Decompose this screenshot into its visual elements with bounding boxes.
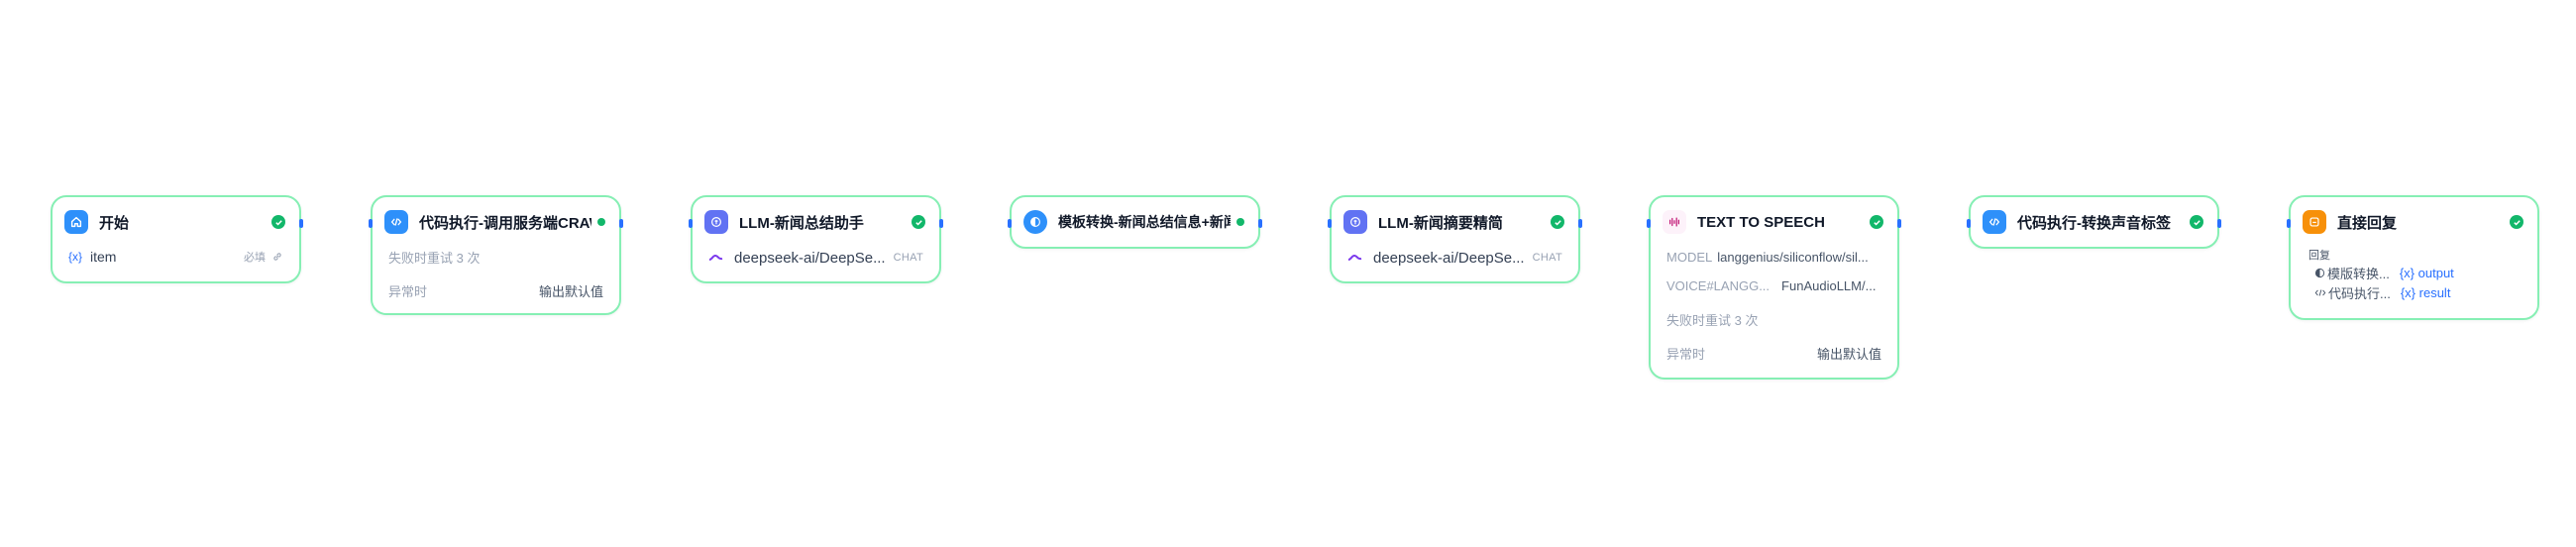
input-handle[interactable] bbox=[1008, 219, 1012, 228]
on-error-value: 输出默认值 bbox=[538, 283, 603, 299]
node-title: 直接回复 bbox=[2337, 214, 2398, 232]
input-handle[interactable] bbox=[689, 219, 693, 228]
output-handle[interactable] bbox=[299, 219, 303, 228]
success-check-icon bbox=[1551, 215, 1564, 229]
deepseek-logo-icon bbox=[1347, 254, 1362, 261]
model-mode-tag: CHAT bbox=[893, 252, 923, 264]
input-handle[interactable] bbox=[1647, 219, 1651, 228]
retry-label: 失败时重试 3 次 bbox=[1666, 312, 1759, 328]
reference-node: 模版转换... bbox=[2327, 266, 2390, 281]
model-name: deepseek-ai/DeepSe... bbox=[1373, 249, 1525, 267]
node-title: LLM-新闻摘要精简 bbox=[1378, 214, 1503, 232]
reference-node: 代码执行... bbox=[2328, 285, 2391, 301]
deepseek-logo-icon bbox=[708, 254, 723, 261]
reply-icon bbox=[2303, 210, 2326, 234]
node-direct-answer[interactable]: 直接回复 回复 模版转换... {x} output 代码执行... {x} r… bbox=[2287, 195, 2539, 320]
required-label: 必填 bbox=[244, 252, 266, 264]
output-handle[interactable] bbox=[1897, 219, 1901, 228]
model-value: langgenius/siliconflow/sil... bbox=[1717, 249, 1869, 265]
node-title: LLM-新闻总结助手 bbox=[739, 214, 864, 232]
llm-icon bbox=[1343, 210, 1367, 234]
reference-variable: {x} result bbox=[2400, 284, 2451, 300]
node-title: 模板转换-新闻总结信息+新闻 bbox=[1058, 214, 1231, 230]
node-start[interactable]: 开始 {x} item 必填 bbox=[51, 195, 303, 283]
success-check-icon bbox=[2510, 215, 2523, 229]
answer-reference-row: 模版转换... {x} output bbox=[2308, 263, 2522, 282]
success-check-icon bbox=[1236, 218, 1244, 226]
node-title: 代码执行-调用服务端CRAWL bbox=[419, 214, 591, 232]
output-handle[interactable] bbox=[1258, 219, 1262, 228]
node-title: TEXT TO SPEECH bbox=[1697, 213, 1825, 231]
sound-wave-icon bbox=[1663, 210, 1686, 234]
link-icon bbox=[271, 251, 283, 263]
variable-icon: {x} bbox=[68, 250, 83, 264]
model-name: deepseek-ai/DeepSe... bbox=[734, 249, 886, 267]
on-error-value: 输出默认值 bbox=[1816, 346, 1881, 362]
home-icon bbox=[64, 210, 88, 234]
template-icon bbox=[1023, 210, 1047, 234]
code-icon bbox=[384, 210, 408, 234]
node-text-to-speech[interactable]: TEXT TO SPEECH MODEL langgenius/siliconf… bbox=[1647, 195, 1901, 380]
input-handle[interactable] bbox=[1967, 219, 1971, 228]
template-icon bbox=[2314, 268, 2325, 278]
reference-variable: {x} output bbox=[2399, 265, 2454, 280]
code-icon bbox=[2314, 287, 2326, 298]
answer-reference-row: 代码执行... {x} result bbox=[2308, 282, 2522, 302]
on-error-label: 异常时 bbox=[388, 283, 428, 299]
input-handle[interactable] bbox=[2287, 219, 2291, 228]
output-handle[interactable] bbox=[619, 219, 623, 228]
success-check-icon bbox=[271, 215, 285, 229]
on-error-label: 异常时 bbox=[1666, 346, 1706, 362]
output-handle[interactable] bbox=[2217, 219, 2221, 228]
answer-section-label: 回复 bbox=[2308, 250, 2330, 262]
success-check-icon bbox=[912, 215, 925, 229]
node-title: 开始 bbox=[99, 214, 130, 232]
code-icon bbox=[1983, 210, 2006, 234]
retry-label: 失败时重试 3 次 bbox=[388, 250, 481, 266]
node-code-crawl[interactable]: 代码执行-调用服务端CRAWL 失败时重试 3 次 异常时 输出默认值 bbox=[369, 195, 623, 315]
input-handle[interactable] bbox=[369, 219, 373, 228]
input-variable-row: {x} item 必填 bbox=[68, 247, 283, 267]
success-check-icon bbox=[597, 218, 605, 226]
success-check-icon bbox=[2190, 215, 2203, 229]
node-template[interactable]: 模板转换-新闻总结信息+新闻 bbox=[1008, 195, 1262, 249]
input-handle[interactable] bbox=[1328, 219, 1332, 228]
model-selector[interactable]: deepseek-ai/DeepSe... CHAT bbox=[1347, 247, 1562, 269]
voice-value: FunAudioLLM/... bbox=[1781, 277, 1877, 293]
model-selector[interactable]: deepseek-ai/DeepSe... CHAT bbox=[708, 247, 923, 269]
voice-label: VOICE#LANGG... bbox=[1666, 277, 1771, 293]
variable-name: item bbox=[90, 249, 117, 265]
llm-icon bbox=[704, 210, 728, 234]
model-mode-tag: CHAT bbox=[1532, 252, 1562, 264]
output-handle[interactable] bbox=[1578, 219, 1582, 228]
node-llm-summary[interactable]: LLM-新闻总结助手 deepseek-ai/DeepSe... CHAT bbox=[689, 195, 943, 283]
output-handle[interactable] bbox=[939, 219, 943, 228]
model-label: MODEL bbox=[1666, 249, 1713, 265]
node-llm-digest[interactable]: LLM-新闻摘要精简 deepseek-ai/DeepSe... CHAT bbox=[1328, 195, 1582, 283]
node-code-tag[interactable]: 代码执行-转换声音标签 bbox=[1967, 195, 2221, 249]
success-check-icon bbox=[1870, 215, 1883, 229]
node-title: 代码执行-转换声音标签 bbox=[2017, 214, 2171, 232]
